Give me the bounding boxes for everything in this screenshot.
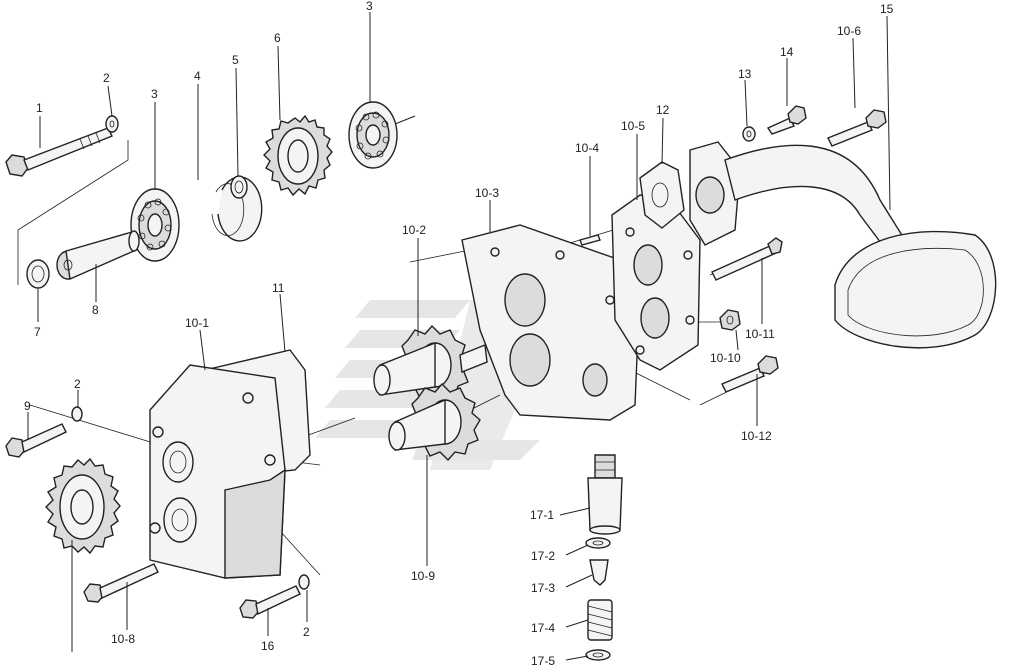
- washer-17-2: [585, 537, 611, 549]
- label-10-10: 10-10: [710, 351, 741, 365]
- bearing-3-right: [348, 101, 416, 169]
- bolt-16: [239, 585, 301, 619]
- label-14: 14: [780, 45, 794, 59]
- washer-2-top: [105, 115, 119, 133]
- washer-13: [742, 126, 756, 142]
- label-17-4: 17-4: [531, 621, 555, 635]
- bolt-10-6: [827, 109, 887, 147]
- label-10-1: 10-1: [185, 316, 209, 330]
- label-17-5: 17-5: [531, 654, 555, 668]
- label-3-right: 3: [366, 0, 373, 13]
- label-10-4: 10-4: [575, 141, 599, 155]
- gear-lower-left: [45, 457, 121, 555]
- spring-17-4: [587, 599, 613, 641]
- washer-2-bottom: [298, 574, 310, 590]
- label-5: 5: [232, 53, 239, 67]
- label-12: 12: [656, 103, 670, 117]
- label-17-2: 17-2: [531, 549, 555, 563]
- bolt-9: [5, 423, 67, 458]
- plate-10-5: [611, 194, 701, 371]
- label-10-5: 10-5: [621, 119, 645, 133]
- gear-10-2: [373, 324, 488, 404]
- washer-2-mid: [71, 406, 83, 422]
- label-10-8: 10-8: [111, 632, 135, 646]
- label-8: 8: [92, 303, 99, 317]
- pin-10-4: [579, 234, 601, 246]
- label-1: 1: [36, 101, 43, 115]
- bolt-10-8: [83, 563, 159, 603]
- label-2-mid: 2: [74, 377, 81, 391]
- bolt-14: [766, 105, 807, 135]
- label-17-3: 17-3: [531, 581, 555, 595]
- label-9: 9: [24, 399, 31, 413]
- label-17-1: 17-1: [530, 508, 554, 522]
- bolt-10-12: [721, 355, 779, 393]
- label-13: 13: [738, 67, 752, 81]
- label-3-left: 3: [151, 87, 158, 101]
- label-15: 15: [880, 2, 894, 16]
- label-10-2: 10-2: [402, 223, 426, 237]
- label-10-9: 10-9: [411, 569, 435, 583]
- callout-labels: 1 2 3 4 5 6 3 7 8 9 2 10-1 11 10-8 16 2 …: [24, 0, 894, 668]
- shaft-8: [56, 230, 140, 281]
- nut-10-10: [719, 309, 741, 331]
- suction-pipe-15: [689, 141, 997, 349]
- housing-10-1: [149, 364, 286, 579]
- ring-5: [230, 175, 248, 199]
- label-6: 6: [274, 31, 281, 45]
- bearing-3-left: [130, 188, 180, 262]
- label-10-3: 10-3: [475, 186, 499, 200]
- pump-body-10-3: [461, 224, 641, 421]
- label-10-11: 10-11: [745, 327, 775, 341]
- label-7: 7: [34, 325, 41, 339]
- seal-ring-7: [26, 259, 50, 289]
- stud-10-11: [711, 237, 783, 281]
- leader-lines: [27, 12, 891, 661]
- label-4: 4: [194, 69, 201, 83]
- label-2-bottom: 2: [303, 625, 310, 639]
- valve-ball-17-3: [589, 559, 609, 586]
- bolt-1: [5, 127, 113, 177]
- washer-17-5: [585, 649, 611, 661]
- gear-6: [263, 114, 333, 197]
- label-11: 11: [272, 281, 285, 295]
- label-16: 16: [261, 639, 275, 653]
- label-10-6: 10-6: [837, 24, 861, 38]
- valve-17-1: [587, 454, 623, 535]
- gear-10-9: [388, 382, 481, 462]
- label-10-12: 10-12: [741, 429, 772, 443]
- label-2-top: 2: [103, 71, 110, 85]
